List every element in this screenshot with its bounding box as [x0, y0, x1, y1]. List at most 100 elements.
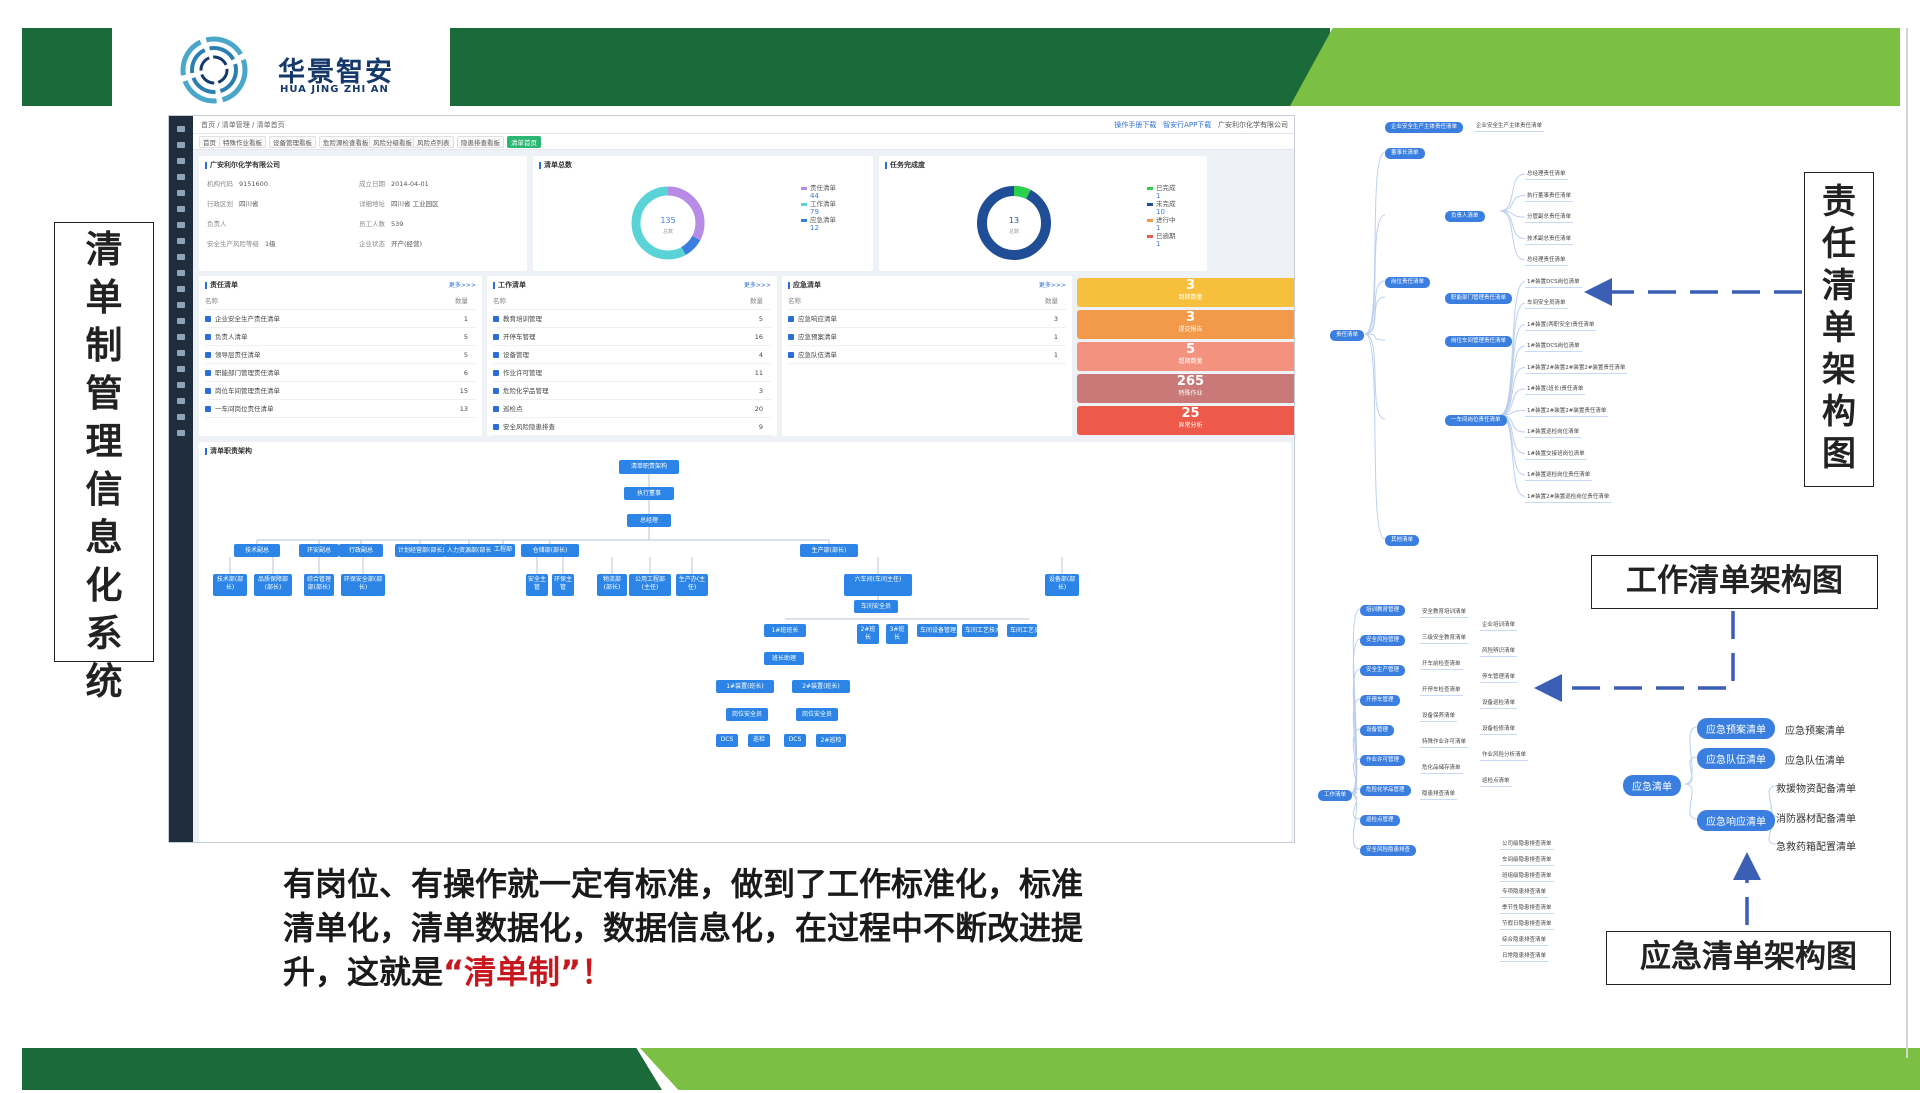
work-leaf[interactable]: 设备巡检清单 [1480, 699, 1518, 709]
org-node-dept[interactable]: 行政副总 [339, 544, 383, 557]
resp-node[interactable]: 一车间岗位责任清单 [1445, 415, 1507, 426]
work-leaf[interactable]: 专项隐患排查清单 [1500, 888, 1549, 898]
work-leaf[interactable]: 季节性隐患排查清单 [1500, 904, 1554, 914]
resp-leaf[interactable]: 1#装置巡检岗位清单 [1525, 428, 1582, 438]
org-node-ws[interactable]: 2#装置(班长) [792, 680, 850, 693]
org-node-sub[interactable]: 安全主管 [526, 574, 548, 596]
resp-leaf[interactable]: 车间安全员清单 [1525, 299, 1568, 309]
tab-2[interactable]: 特殊作业看板 [219, 136, 266, 148]
org-node-sub[interactable]: 设备部(部长) [1045, 574, 1079, 596]
sidebar-nav-icon[interactable] [177, 142, 185, 148]
org-node-ws[interactable]: 巡检 [748, 734, 770, 747]
org-node-sub[interactable]: 环保主管 [552, 574, 574, 596]
sidebar-nav-icon[interactable] [177, 206, 185, 212]
sidebar-nav-icon[interactable] [177, 398, 185, 404]
org-node-ws[interactable]: 岗位安全员 [726, 708, 768, 721]
tab-8[interactable]: 清单首页 [507, 136, 541, 148]
work-leaf[interactable]: 危化品储存清单 [1420, 764, 1463, 774]
resp-leaf[interactable]: 执行董事责任清单 [1525, 192, 1574, 202]
org-node-dept[interactable]: 计划经营部(部长) [395, 544, 445, 557]
resp-node[interactable]: 其他清单 [1385, 535, 1420, 546]
work-leaf[interactable]: 特殊作业许可清单 [1420, 738, 1469, 748]
work-leaf[interactable]: 节假日隐患排查清单 [1500, 920, 1554, 930]
sidebar-nav-icon[interactable] [177, 334, 185, 340]
sidebar-nav-icon[interactable] [177, 238, 185, 244]
sidebar-nav-icon[interactable] [177, 430, 185, 436]
work-leaf[interactable]: 巡检点清单 [1480, 777, 1512, 787]
work-leaf[interactable]: 三级安全教育清单 [1420, 634, 1469, 644]
org-node-ws[interactable]: 班长助理 [764, 652, 804, 665]
resp-leaf[interactable]: 1#装置交接班岗位清单 [1525, 450, 1587, 460]
org-node-dept[interactable]: 人力资源部(部长) [444, 544, 494, 557]
resp-top-node[interactable]: 企业安全生产主体责任清单 [1385, 122, 1464, 133]
work-node[interactable]: 安全风险隐患排查 [1360, 845, 1417, 856]
org-node-ws[interactable]: 2#巡检 [816, 734, 846, 747]
sidebar-nav-icon[interactable] [177, 174, 185, 180]
resp-leaf[interactable]: 1#装置DCS岗位清单 [1525, 278, 1582, 288]
org-node-l1[interactable]: 执行董事 [624, 487, 674, 500]
work-leaf[interactable]: 班组级隐患排查清单 [1500, 872, 1554, 882]
org-node-dept[interactable]: 环安副总 [299, 544, 339, 557]
org-node-ws[interactable]: 车间工艺技术员 [962, 624, 1007, 637]
work-list-more-link[interactable]: 更多>>> [743, 282, 771, 289]
org-node-sub[interactable]: 物流部(部长) [597, 574, 627, 596]
resp-leaf[interactable]: 1#装置2#装置巡检岗位责任清单 [1525, 493, 1612, 503]
work-leaf[interactable]: 隐患排查清单 [1420, 790, 1458, 800]
tab-1[interactable]: 首页 [199, 136, 220, 148]
work-leaf[interactable]: 设备保养清单 [1420, 712, 1458, 722]
work-leaf[interactable]: 综合隐患排查清单 [1500, 936, 1549, 946]
work-leaf[interactable]: 车间级隐患排查清单 [1500, 856, 1554, 866]
emer-node[interactable]: 应急队伍清单 [1697, 748, 1775, 769]
sidebar-nav-icon[interactable] [177, 414, 185, 420]
sidebar-nav-icon[interactable] [177, 382, 185, 388]
org-node-dept[interactable]: 技术副总 [234, 544, 280, 557]
sidebar-nav-icon[interactable] [177, 254, 185, 260]
work-leaf[interactable]: 企业培训清单 [1480, 621, 1518, 631]
manual-download-link[interactable]: 操作手册下载 [1114, 121, 1157, 129]
org-node-ws[interactable]: 1#班班长 [764, 624, 806, 637]
sidebar-nav-icon[interactable] [177, 302, 185, 308]
tab-3[interactable]: 设备管理看板 [269, 136, 316, 148]
emer-root-node[interactable]: 应急清单 [1623, 775, 1681, 796]
resp-leaf[interactable]: 1#装置(班长)责任清单 [1525, 385, 1586, 395]
work-leaf[interactable]: 公司级隐患排查清单 [1500, 840, 1554, 850]
tab-4[interactable]: 危险源检查看板 [319, 136, 373, 148]
emer-node[interactable]: 应急预案清单 [1697, 718, 1775, 739]
resp-leaf[interactable]: 技术副总责任清单 [1525, 235, 1574, 245]
emer-leaf[interactable]: 应急预案清单 [1785, 726, 1845, 737]
org-node-sub[interactable]: 综合管理部(部长) [304, 574, 334, 596]
work-node[interactable]: 设备管理 [1360, 725, 1395, 736]
emer-list-more-link[interactable]: 更多>>> [1038, 282, 1066, 289]
emer-leaf[interactable]: 应急队伍清单 [1785, 756, 1845, 767]
work-node[interactable]: 危险化学品管理 [1360, 785, 1411, 796]
sidebar-nav-icon[interactable] [177, 286, 185, 292]
resp-node[interactable]: 岗位责任清单 [1385, 277, 1431, 288]
resp-node[interactable]: 董事长清单 [1385, 148, 1425, 159]
org-node-l2[interactable]: 总经理 [627, 514, 671, 527]
org-node-ws[interactable]: 1#装置(班长) [716, 680, 774, 693]
work-node[interactable]: 作业许可管理 [1360, 755, 1406, 766]
work-leaf[interactable]: 停车管理清单 [1480, 673, 1518, 683]
sidebar-nav-icon[interactable] [177, 318, 185, 324]
sidebar-nav-icon[interactable] [177, 190, 185, 196]
tab-6[interactable]: 风险点列表 [413, 136, 454, 148]
resp-root-node[interactable]: 责任清单 [1330, 330, 1365, 341]
org-node-ws[interactable]: 2#班长 [857, 624, 879, 644]
org-node-ws[interactable]: 车间设备管理员 [917, 624, 962, 637]
tab-7[interactable]: 隐患排查看板 [457, 136, 504, 148]
org-node-sub[interactable]: 六车间(车间主任) [844, 574, 912, 596]
work-node[interactable]: 巡检点管理 [1360, 815, 1400, 826]
org-node-ws[interactable]: 车间工艺员 [1007, 624, 1040, 637]
